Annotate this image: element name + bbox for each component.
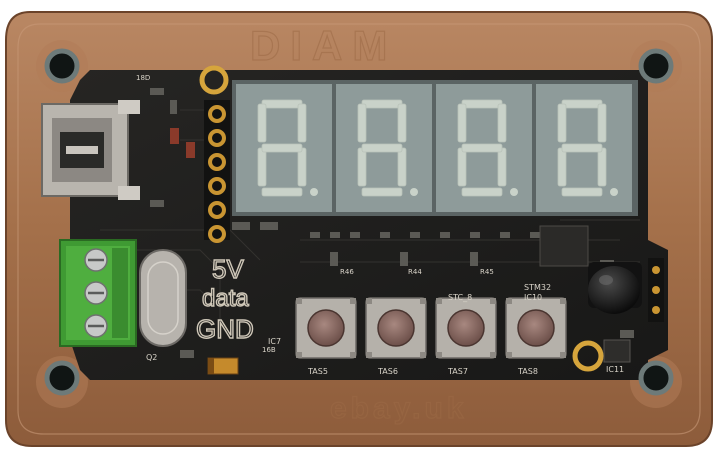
segment: [557, 103, 567, 143]
tactile-button-4: [505, 297, 567, 359]
push-buttons: [295, 297, 567, 359]
label-ic7: IC7: [268, 337, 281, 346]
label-stm32: STM32: [524, 283, 551, 292]
usb-connector: [41, 100, 140, 200]
segment: [597, 147, 607, 187]
segment: [257, 103, 267, 143]
label-18d: 18D: [136, 74, 150, 82]
power-labels: 5V data GND: [195, 253, 254, 344]
button-label-tas8: TAS8: [517, 367, 538, 376]
digit-1: [236, 84, 332, 212]
gold-via-top: [199, 65, 229, 95]
segment: [361, 143, 403, 153]
segment: [361, 99, 403, 109]
segment: [561, 143, 603, 153]
digit-2: [336, 84, 432, 212]
right-header-pads: [648, 258, 664, 322]
tactile-button-1: [295, 297, 357, 359]
segment: [357, 147, 367, 187]
segment: [357, 103, 367, 143]
segment: [597, 103, 607, 143]
label-ic10: IC10: [524, 293, 542, 302]
label-r45: R45: [480, 268, 494, 276]
segment: [397, 147, 407, 187]
decimal-point: [410, 188, 418, 196]
segment: [497, 103, 507, 143]
watermark-top: DIAM: [250, 22, 397, 69]
digit-4: [536, 84, 632, 212]
segment: [457, 103, 467, 143]
label-stc: STC_8: [448, 293, 472, 302]
seven-segment-display: [232, 80, 638, 216]
segment: [361, 187, 403, 197]
segment: [557, 147, 567, 187]
ir-receiver: [588, 262, 642, 314]
segment: [297, 147, 307, 187]
label-16b: 16B: [262, 346, 276, 354]
label-data: data: [202, 285, 249, 312]
crystal-oscillator: [139, 249, 187, 347]
segment: [261, 99, 303, 109]
decimal-point: [610, 188, 618, 196]
label-ic11: IC11: [606, 365, 624, 374]
gold-via-bottom: [572, 340, 604, 372]
label-q2: Q2: [146, 353, 157, 362]
label-gnd: GND: [196, 314, 254, 344]
tactile-button-2: [365, 297, 427, 359]
decimal-point: [310, 188, 318, 196]
segment: [497, 147, 507, 187]
segment: [461, 99, 503, 109]
segment: [457, 147, 467, 187]
chip-ic11: [603, 339, 631, 363]
mounting-holes: [44, 48, 674, 396]
segment: [461, 143, 503, 153]
digit-3: [436, 84, 532, 212]
tactile-button-3: [435, 297, 497, 359]
header-pads: [204, 100, 230, 243]
segment: [461, 187, 503, 197]
watermark-bottom: ebay.uk: [330, 392, 468, 425]
segment: [261, 187, 303, 197]
segment: [261, 143, 303, 153]
label-5v: 5V: [212, 254, 244, 284]
label-r46: R46: [340, 268, 354, 276]
segment: [561, 187, 603, 197]
label-r44: R44: [408, 268, 422, 276]
button-label-tas5: TAS5: [307, 367, 328, 376]
segment: [297, 103, 307, 143]
segment: [561, 99, 603, 109]
terminal-block: [59, 239, 137, 347]
button-label-tas7: TAS7: [447, 367, 468, 376]
button-label-tas6: TAS6: [377, 367, 398, 376]
segment: [257, 147, 267, 187]
chip-stm32: [539, 225, 589, 267]
segment: [397, 103, 407, 143]
decimal-point: [510, 188, 518, 196]
